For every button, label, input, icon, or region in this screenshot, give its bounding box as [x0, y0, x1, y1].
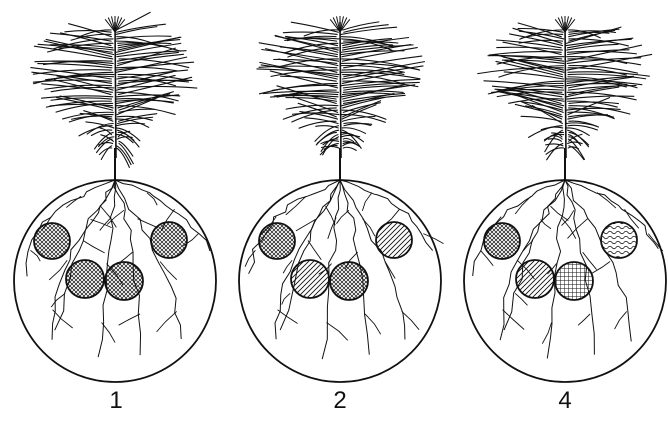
panel-label-1: 1: [96, 387, 136, 415]
soil-patch-crosshatch-fine: [151, 222, 187, 258]
soil-patch-diagonal-lines: [516, 260, 554, 298]
tree-crown: [478, 16, 652, 160]
soil-patch-crosshatch-fine: [105, 262, 143, 300]
panel-label-2: 2: [320, 387, 360, 415]
panel-4: [464, 16, 666, 382]
soil-patch-diagonal-lines: [291, 260, 329, 298]
soil-patch-crosshatch-fine: [34, 223, 70, 259]
soil-patch-wavy-lines: [601, 222, 637, 258]
panel-1: [14, 12, 216, 382]
soil-patch-crosshatch-fine: [259, 223, 295, 259]
panel-2: [239, 16, 444, 382]
tree-crown: [257, 16, 425, 158]
soil-patch-grid-coarse: [555, 262, 593, 300]
soil-patch-crosshatch-fine: [484, 223, 520, 259]
soil-patch-diagonal-lines: [376, 222, 412, 258]
tree-crown: [31, 12, 197, 167]
panel-label-4: 4: [545, 387, 585, 415]
soil-patch-crosshatch-fine: [330, 262, 368, 300]
soil-patch-crosshatch-fine: [66, 260, 104, 298]
